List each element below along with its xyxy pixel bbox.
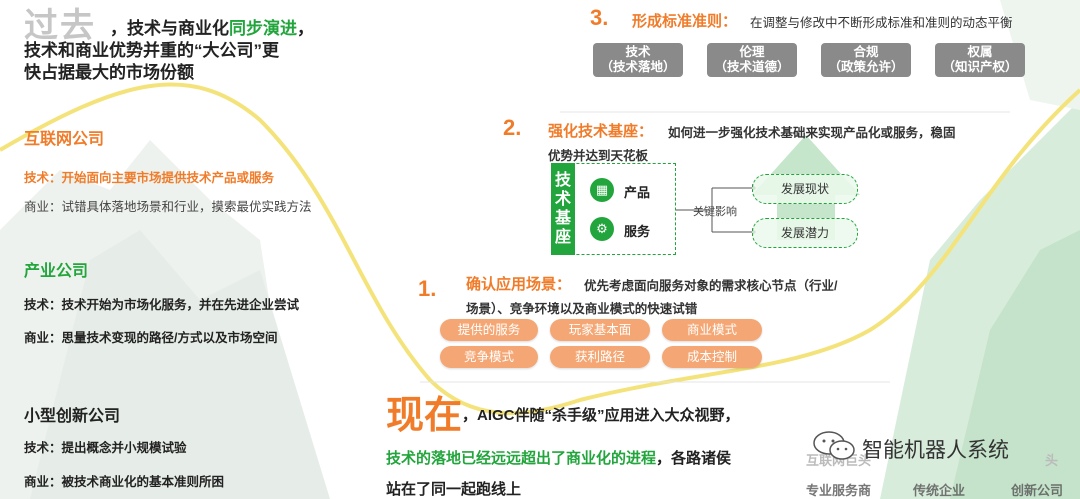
pill-cost-control: 成本控制 <box>662 346 762 368</box>
service-label: 服务 <box>624 224 651 239</box>
now-line-2-green: 技术的落地已经远远超出了商业化的进程 <box>386 450 657 467</box>
step3-desc: 在调整与修改中不断形成标准和准则的动态平衡 <box>750 16 1013 30</box>
past-desc-line3: 快占据最大的市场份额 <box>24 63 194 82</box>
right-mountain-front <box>950 230 1080 499</box>
category-internet-title: 互联网公司 <box>24 131 105 148</box>
standard-box-ownership: 权属 （知识产权） <box>935 43 1025 77</box>
now-title: 现在 <box>386 395 463 437</box>
past-description: ，技术与商业化同步演进， <box>110 18 330 40</box>
standard-box-tech: 技术 （技术落地） <box>593 43 683 77</box>
step1-desc-2: 场景）、竞争环境以及商业模式的快速试错 <box>466 302 698 316</box>
now-desc: ，AIGC伴随“杀手级”应用进入大众视野， <box>462 407 740 424</box>
past-title: 过去 <box>24 7 96 45</box>
potential-oval: 发展潜力 <box>752 218 858 248</box>
category-startup-title: 小型创新公司 <box>24 408 121 425</box>
past-desc-pre: ，技术与商业化 <box>110 19 229 38</box>
tech-base-label: 技术基座 <box>551 163 575 255</box>
standard-box-ownership-l2: （知识产权） <box>942 60 1018 74</box>
step2-desc-1: 如何进一步强化技术基础来实现产品化或服务，稳固 <box>668 126 956 140</box>
standard-box-ethics: 伦理 （技术道德） <box>707 43 797 77</box>
pill-profit-path: 获利路径 <box>550 346 650 368</box>
bottom-label-innovative: 创新公司 <box>1011 483 1064 498</box>
pill-service: 提供的服务 <box>440 319 538 341</box>
pill-player: 玩家基本面 <box>550 319 650 341</box>
trend-curve <box>0 82 1080 416</box>
faded-label-internet-giant: 互联网巨头 <box>806 453 872 468</box>
bottom-label-professional: 专业服务商 <box>806 483 872 498</box>
standard-box-ownership-l1: 权属 <box>967 45 993 59</box>
category-internet-biz: 商业：试错具体落地场景和行业，摸索最优实践方法 <box>24 200 312 214</box>
watermark-text: 智能机器人系统 <box>862 439 1009 462</box>
step1-title: 确认应用场景： <box>466 276 572 293</box>
now-line-2: 技术的落地已经远远超出了商业化的进程，各路诸侯 <box>386 447 731 468</box>
step3-number: 3. <box>590 5 609 30</box>
category-internet-tech: 技术：开始面向主要市场提供技术产品或服务 <box>24 171 275 185</box>
step1-desc-1: 优先考虑面向服务对象的需求核心节点（行业/ <box>584 279 838 293</box>
standard-box-ethics-l2: （技术道德） <box>714 60 790 74</box>
category-industry-title: 产业公司 <box>24 263 89 280</box>
left-mountain-back <box>30 230 330 499</box>
category-startup-tech: 技术：提出概念并小规模试验 <box>24 441 187 455</box>
top-right-wash <box>1000 0 1080 110</box>
status-oval: 发展现状 <box>752 174 858 204</box>
service-icon: ⚙ <box>590 217 614 241</box>
faded-label-tail: 头 <box>1045 453 1059 468</box>
standard-box-ethics-l1: 伦理 <box>739 45 765 59</box>
step2-number: 2. <box>503 115 522 140</box>
product-icon: ▦ <box>590 178 614 202</box>
past-desc-line2: 技术和商业优势并重的“大公司”更 <box>24 41 279 60</box>
product-label: 产品 <box>624 185 651 200</box>
standard-box-compliance-l2: （政策允许） <box>828 60 904 74</box>
step2-desc-2: 优势并达到天花板 <box>548 149 649 163</box>
standard-box-compliance-l1: 合规 <box>853 45 879 59</box>
step1-number: 1. <box>418 276 437 301</box>
pill-business-model: 商业模式 <box>662 319 762 341</box>
standard-box-tech-l2: （技术落地） <box>600 60 676 74</box>
past-desc-green: 同步演进 <box>229 19 297 38</box>
wechat-icon <box>812 430 856 462</box>
now-line-2-black: ，各路诸侯 <box>656 450 732 467</box>
bottom-label-traditional: 传统企业 <box>913 483 966 498</box>
standard-box-compliance: 合规 （政策允许） <box>821 43 911 77</box>
step3-title: 形成标准准则： <box>632 13 738 30</box>
category-startup-biz: 商业：被技术商业化的基本准则所困 <box>24 475 225 489</box>
category-industry-biz: 商业：思量技术变现的路径/方式以及市场空间 <box>24 331 278 345</box>
now-line-3: 站在了同一起跑线上 <box>386 481 522 498</box>
pill-competition: 竞争模式 <box>440 346 538 368</box>
category-industry-tech: 技术：技术开始为市场化服务，并在先进企业尝试 <box>24 298 300 312</box>
key-effect-label: 关键影响 <box>693 206 737 218</box>
past-desc-post: ， <box>297 19 314 38</box>
step2-title: 强化技术基座： <box>548 123 654 140</box>
standard-box-tech-l1: 技术 <box>625 45 651 59</box>
